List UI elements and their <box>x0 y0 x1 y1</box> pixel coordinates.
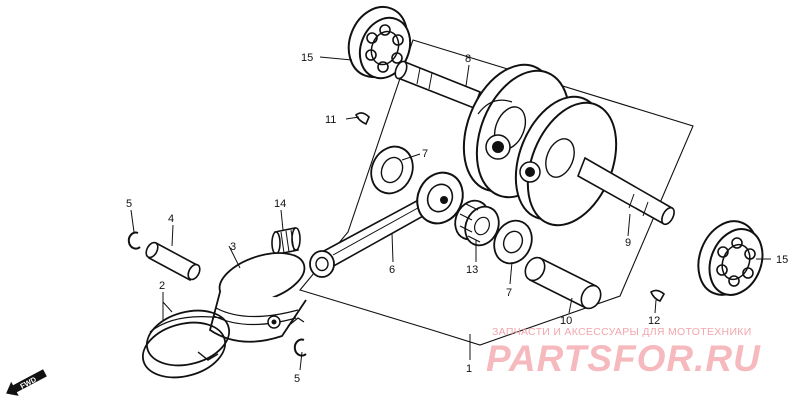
piston-pin <box>145 241 201 282</box>
callout-3: 3 <box>230 241 236 253</box>
callout-13: 13 <box>466 264 478 276</box>
callout-11: 11 <box>325 114 336 126</box>
callout-9: 9 <box>625 237 631 249</box>
callout-15-upper: 15 <box>301 52 313 64</box>
small-key <box>650 289 666 302</box>
watermark-caption: ЗАПЧАСТИ И АКСЕССУАРЫ ДЛЯ МОТОТЕХНИКИ <box>492 326 752 338</box>
washer-upper <box>370 145 414 195</box>
forward-arrow: FWD <box>6 369 47 396</box>
piston-rings <box>141 309 231 379</box>
leader-lines <box>130 56 771 371</box>
bearing-lower <box>697 220 764 296</box>
watermark-logo: PARTSFOR.RU <box>486 338 761 379</box>
callout-8: 8 <box>465 53 471 65</box>
bearing-upper <box>347 6 412 80</box>
piston-pin-clip-lower <box>293 338 307 357</box>
callout-2: 2 <box>159 280 165 292</box>
callout-14: 14 <box>274 198 286 210</box>
callout-5-upper: 5 <box>126 198 132 210</box>
callout-7-lower: 7 <box>506 287 512 299</box>
connecting-rod <box>309 171 464 278</box>
crankshaft-right <box>514 95 675 227</box>
callout-5-lower: 5 <box>294 373 300 385</box>
callout-4: 4 <box>168 213 174 225</box>
callout-15-lower: 15 <box>776 254 788 266</box>
callout-1: 1 <box>466 363 472 375</box>
washer-lower <box>493 219 533 265</box>
callout-labels: 15 8 11 7 5 14 4 9 3 15 6 13 2 7 10 12 1… <box>126 52 788 385</box>
crank-pin <box>524 256 602 310</box>
callout-12: 12 <box>648 315 660 327</box>
piston-pin-clip-upper <box>127 231 141 250</box>
needle-bearing-small-end <box>271 227 301 255</box>
callout-7-upper: 7 <box>422 148 428 160</box>
needle-bearing-big-end <box>454 199 500 247</box>
woodruff-key <box>355 112 370 126</box>
piston <box>208 252 307 343</box>
callout-6: 6 <box>389 264 395 276</box>
callout-10: 10 <box>560 315 572 327</box>
